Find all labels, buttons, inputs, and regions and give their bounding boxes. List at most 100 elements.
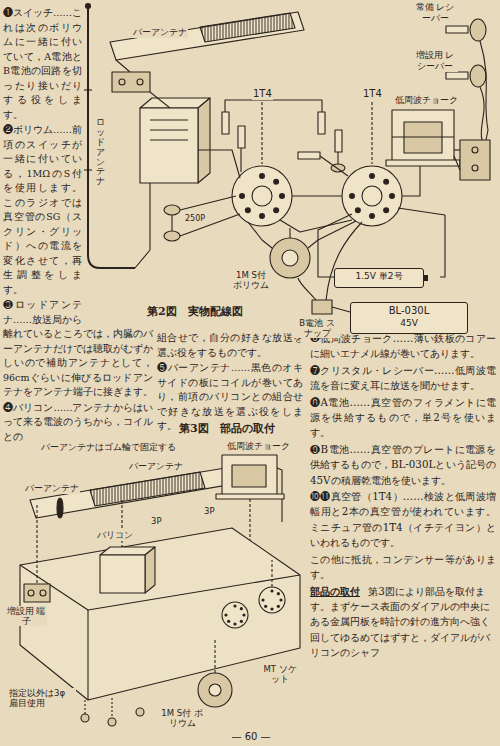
crystal-receiver (446, 19, 488, 140)
screw (108, 718, 116, 726)
socket-pin (349, 193, 355, 199)
text-column: ❶スイッチ……これは次のボリウムに一緒に付いていて，A電池とB電池の回路を切った… (3, 6, 153, 445)
wire (248, 222, 262, 240)
choke-coil (386, 160, 460, 166)
socket-pin (270, 607, 273, 610)
body-text: ❾B電池……真空管のプレートに電源を供給するもので，BL-030Lという記号の4… (310, 442, 496, 488)
assembly-line (249, 499, 250, 540)
socket-pin (273, 179, 279, 185)
mt-socket (222, 587, 285, 628)
bar-antenna (200, 13, 295, 42)
terminal-block (460, 140, 490, 180)
choke-coil (392, 110, 454, 165)
body-text: この他に抵抗，コンデンサー等があります。 (310, 552, 496, 583)
wire (398, 208, 445, 277)
volume-pot (308, 240, 318, 248)
choke-coil (392, 136, 454, 137)
part-label: バーアンテナ (132, 27, 188, 38)
volume-pot (270, 238, 310, 278)
resistor-symbol (298, 152, 320, 159)
tube-socket (252, 186, 272, 206)
variable-capacitor (150, 129, 188, 130)
rod-antenna (88, 8, 135, 268)
socket-pin (273, 207, 279, 213)
resistor-symbol (238, 126, 245, 148)
socket-pin (259, 173, 265, 179)
assembly-line (271, 560, 272, 587)
volume-pot (198, 640, 232, 707)
socket-pin (383, 179, 389, 185)
socket-pin (383, 207, 389, 213)
wire (135, 92, 460, 300)
capacitor-symbol (164, 231, 180, 241)
terminal-block (28, 590, 34, 596)
variable-capacitor (198, 98, 210, 183)
crystal-receiver (446, 26, 468, 33)
wire (180, 214, 240, 236)
screw (84, 700, 85, 714)
capacitor-symbol (164, 164, 345, 241)
screw (111, 698, 112, 718)
volume-pot (214, 640, 215, 673)
antenna-terminal (137, 79, 143, 85)
volume-pot (262, 240, 272, 248)
screw (136, 708, 144, 716)
variable-capacitor (145, 547, 155, 593)
rod-antenna (84, 169, 92, 170)
terminal-block (472, 147, 478, 153)
part-label: バリコン (96, 530, 134, 541)
volume-pot (209, 684, 221, 696)
tube-socket (362, 186, 382, 206)
battery-label: 1.5V 単2号 (341, 271, 417, 282)
text-column: ❻低周波チョーク……薄い鉄板のコアーに細いエナメル線が巻いてあります。❼クリスタ… (310, 331, 496, 661)
wire (454, 156, 460, 170)
socket-pin (239, 193, 245, 199)
choke-coil (386, 110, 460, 166)
socket-pin (355, 207, 361, 213)
socket-pin (389, 193, 395, 199)
resistor-symbol (222, 112, 229, 134)
part-label: 低周波チョーク (394, 95, 459, 106)
antenna-terminal (112, 72, 150, 92)
chassis-case (87, 610, 88, 700)
volume-pot (198, 673, 232, 707)
part-label: B電池 スナップ (294, 318, 340, 338)
body-text: 組合せで，自分の好きな放送を選ぶ役をするものです。 (157, 331, 303, 360)
variable-capacitor (150, 119, 188, 120)
variable-capacitor (140, 98, 210, 183)
volume-pot (289, 228, 290, 238)
wire (180, 196, 236, 210)
value-label: 3P (150, 516, 163, 526)
part-label: 1M S付 ボリウム (158, 708, 206, 728)
capacitor-symbol (164, 205, 180, 215)
note-label: 指定以外は3φ 扁目使用 (8, 688, 76, 708)
figure-caption: 第3図 部品の取付 (178, 422, 276, 435)
wire (198, 150, 240, 178)
part-label: 1M S付 ボリウム (230, 270, 272, 290)
wire (320, 156, 348, 176)
wire (280, 220, 352, 232)
terminal-block (460, 140, 490, 180)
choke-coil (216, 455, 284, 499)
antenna-terminal (119, 79, 125, 85)
wire (171, 215, 172, 231)
wire (225, 100, 322, 112)
rod-antenna (84, 89, 92, 90)
tube-socket (342, 166, 402, 226)
wire (135, 183, 150, 268)
socket-pin (224, 613, 227, 616)
part-label: 増設用 レシーバー (412, 50, 458, 72)
socket-pin (261, 598, 264, 601)
assembly-line (36, 505, 37, 584)
resistor-symbol (222, 112, 342, 159)
socket-pin (277, 592, 280, 595)
bar-antenna (116, 60, 130, 72)
crystal-receiver (470, 19, 486, 41)
socket-pin (240, 620, 243, 623)
body-text: ❷ボリウム……前項のスイッチが一緒に付いている，1MΩのS付を使用します。このラ… (3, 123, 153, 297)
body-text: ❽A電池……真空管のフィラメントに電源を供給するもので，単2号を使います。 (310, 395, 496, 441)
socket-pin (259, 213, 265, 219)
screw (81, 714, 89, 722)
section-heading: 部品の取付 (310, 585, 360, 597)
